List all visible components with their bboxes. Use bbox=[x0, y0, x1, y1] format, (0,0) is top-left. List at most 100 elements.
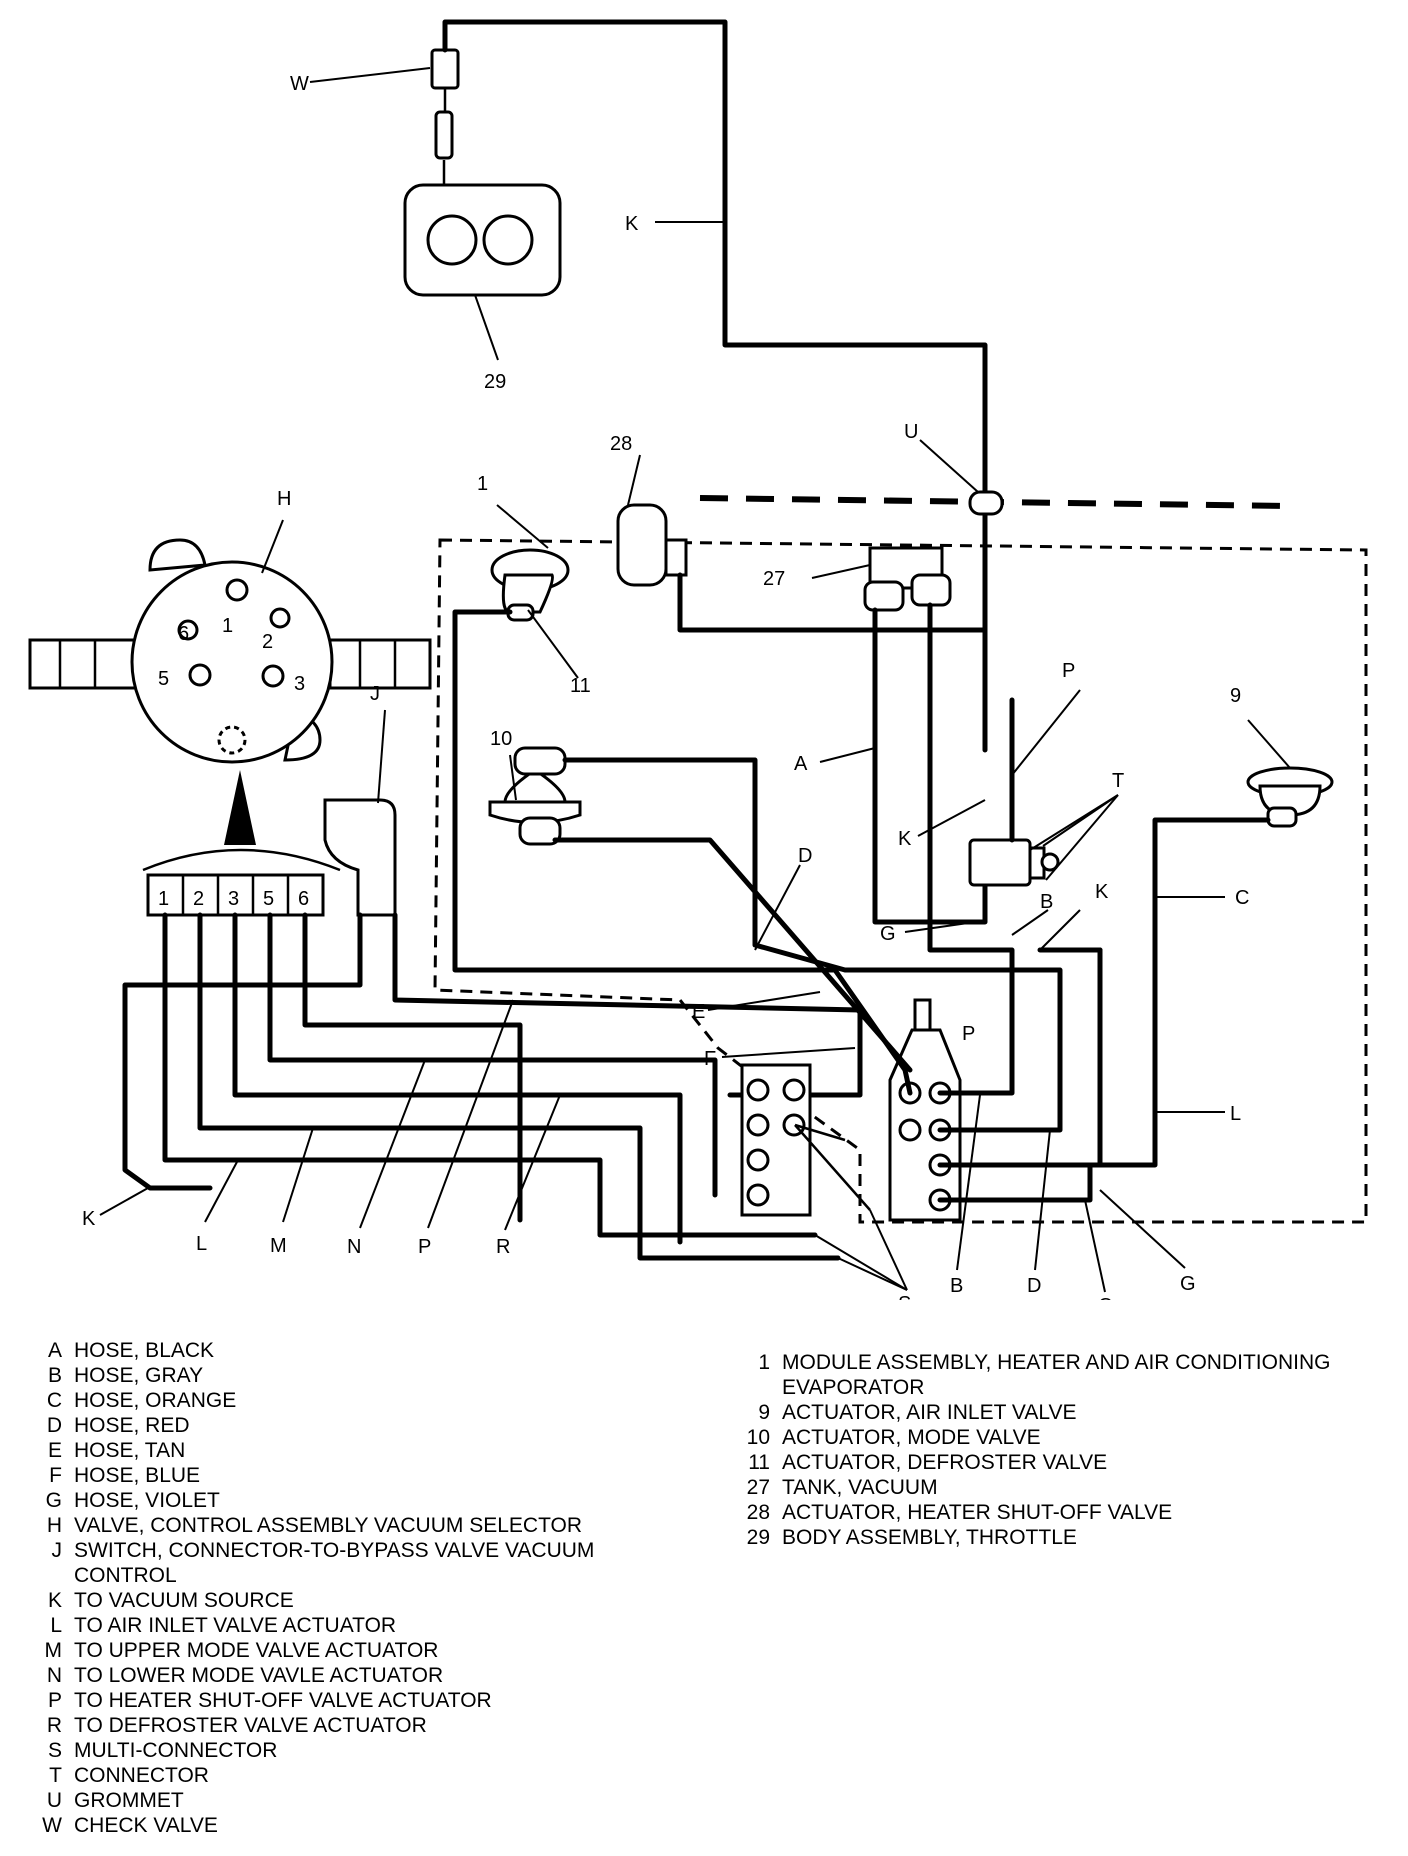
label-heater-shutoff-actuator: 28 bbox=[610, 433, 632, 455]
connector-port-label: 3 bbox=[228, 888, 239, 910]
legend-text: HOSE, ORANGE bbox=[74, 1389, 237, 1412]
legend-text: TO AIR INLET VALVE ACTUATOR bbox=[74, 1614, 397, 1637]
label-bypass-switch: J bbox=[370, 683, 380, 705]
legend-text: TO DEFROSTER VALVE ACTUATOR bbox=[74, 1714, 427, 1737]
label-hose-k-bottom: K bbox=[82, 1208, 96, 1230]
legend-item: 9 ACTUATOR, AIR INLET VALVE bbox=[728, 1400, 1388, 1425]
hose-mode-lower bbox=[552, 837, 913, 1073]
legend-text: BODY ASSEMBLY, THROTTLE bbox=[782, 1526, 1077, 1549]
label-hose-r-bottom: R bbox=[496, 1236, 510, 1258]
heater-shutoff-actuator bbox=[616, 503, 688, 587]
label-hose-p-bottom: P bbox=[418, 1236, 431, 1258]
label-hose-f: F bbox=[704, 1048, 716, 1070]
legend-text: TO VACUUM SOURCE bbox=[74, 1589, 294, 1612]
label-hose-p-upper: P bbox=[1062, 660, 1075, 682]
legend-text: ACTUATOR, AIR INLET VALVE bbox=[782, 1401, 1077, 1424]
port-label: 2 bbox=[262, 631, 273, 653]
hose-p-bundle bbox=[267, 912, 718, 1198]
bypass-switch bbox=[323, 798, 397, 917]
legend-item: K TO VACUUM SOURCE bbox=[40, 1588, 680, 1613]
legend-key: E bbox=[47, 1439, 62, 1462]
legend-key: W bbox=[42, 1814, 62, 1837]
legend-text: ACTUATOR, DEFROSTER VALVE bbox=[782, 1451, 1108, 1474]
label-hose-c-bottom: C bbox=[1098, 1295, 1112, 1300]
legend-key: 27 bbox=[746, 1476, 770, 1499]
label-hose-g-bottom: G bbox=[1180, 1273, 1196, 1295]
label-grommet: U bbox=[904, 421, 918, 443]
multi-connector-left bbox=[740, 1063, 812, 1217]
legend-key: S bbox=[47, 1739, 62, 1762]
label-hose-p-right: P bbox=[962, 1023, 975, 1045]
legend-item: 29 BODY ASSEMBLY, THROTTLE bbox=[728, 1525, 1388, 1550]
legend-key: M bbox=[44, 1639, 63, 1662]
legend-key: N bbox=[46, 1664, 62, 1687]
connector-port-label: 5 bbox=[263, 888, 274, 910]
legend-key: 10 bbox=[746, 1426, 770, 1449]
legend-key: 28 bbox=[746, 1501, 770, 1524]
legend-key: A bbox=[47, 1339, 62, 1362]
label-hose-d-mid: D bbox=[798, 845, 812, 867]
legend-key: B bbox=[47, 1364, 62, 1387]
label-hose-b-mid: B bbox=[1040, 891, 1053, 913]
legend-key: L bbox=[50, 1614, 62, 1637]
hose-n-bundle bbox=[232, 912, 683, 1245]
legend-text: HOSE, BLUE bbox=[74, 1464, 201, 1487]
port-label: 5 bbox=[158, 668, 169, 690]
label-air-inlet-actuator: 9 bbox=[1230, 685, 1241, 707]
legend-text: MODULE ASSEMBLY, HEATER AND AIR CONDITIO… bbox=[782, 1351, 1331, 1399]
legend-item: D HOSE, RED bbox=[40, 1413, 680, 1438]
hose-defroster bbox=[452, 609, 913, 1096]
label-t-connector: T bbox=[1112, 770, 1124, 792]
legend-key: U bbox=[46, 1789, 62, 1812]
throttle-body bbox=[403, 110, 562, 297]
label-hose-a: A bbox=[794, 753, 808, 775]
connector-port-label: 6 bbox=[298, 888, 309, 910]
legend-key: J bbox=[51, 1539, 63, 1562]
legend-key: D bbox=[46, 1414, 62, 1437]
legend-key: 9 bbox=[758, 1401, 770, 1424]
label-hose-l-right: L bbox=[1230, 1103, 1241, 1125]
label-hose-m-bottom: M bbox=[270, 1235, 287, 1257]
label-mode-actuator: 10 bbox=[490, 728, 512, 750]
legend-text: HOSE, RED bbox=[74, 1414, 190, 1437]
legend-text: HOSE, TAN bbox=[74, 1439, 186, 1462]
legend-text: ACTUATOR, MODE VALVE bbox=[782, 1426, 1041, 1449]
port-label: 1 bbox=[222, 615, 233, 637]
label-hose-k-mid: K bbox=[898, 828, 912, 850]
legend-key: G bbox=[45, 1489, 62, 1512]
defroster-actuator bbox=[490, 548, 570, 622]
label-hose-c-right: C bbox=[1235, 887, 1249, 909]
legend-key: K bbox=[47, 1589, 62, 1612]
label-hose-n-bottom: N bbox=[347, 1236, 361, 1258]
legend-item: C HOSE, ORANGE bbox=[40, 1388, 680, 1413]
legend-item: S MULTI-CONNECTOR bbox=[40, 1738, 680, 1763]
vacuum-hose-routing-diagram: 1 2 3 5 6 1 2 3 5 6 bbox=[28, 19, 1368, 1300]
legend-item: E HOSE, TAN bbox=[40, 1438, 680, 1463]
hose-mode-upper bbox=[562, 757, 1063, 1133]
connector-port-label: 1 bbox=[158, 888, 169, 910]
legend-key: 29 bbox=[746, 1526, 770, 1549]
label-hose-d-bottom: D bbox=[1027, 1275, 1041, 1297]
arrow-icon bbox=[224, 770, 256, 845]
hose-heater-shutoff bbox=[677, 572, 988, 633]
legend-key: C bbox=[46, 1389, 62, 1412]
hose-k-bundle bbox=[122, 912, 363, 1191]
legend-key: T bbox=[49, 1764, 62, 1787]
legend-key: F bbox=[49, 1464, 62, 1487]
legend-text: MULTI-CONNECTOR bbox=[74, 1739, 278, 1762]
legend-text: TO LOWER MODE VAVLE ACTUATOR bbox=[74, 1664, 444, 1687]
selector-valve: 1 2 3 5 6 bbox=[28, 538, 432, 764]
legend-text: HOSE, VIOLET bbox=[74, 1489, 220, 1512]
hose-tank-to-connector bbox=[927, 602, 1015, 1096]
legend-text: CONNECTOR bbox=[74, 1764, 209, 1787]
